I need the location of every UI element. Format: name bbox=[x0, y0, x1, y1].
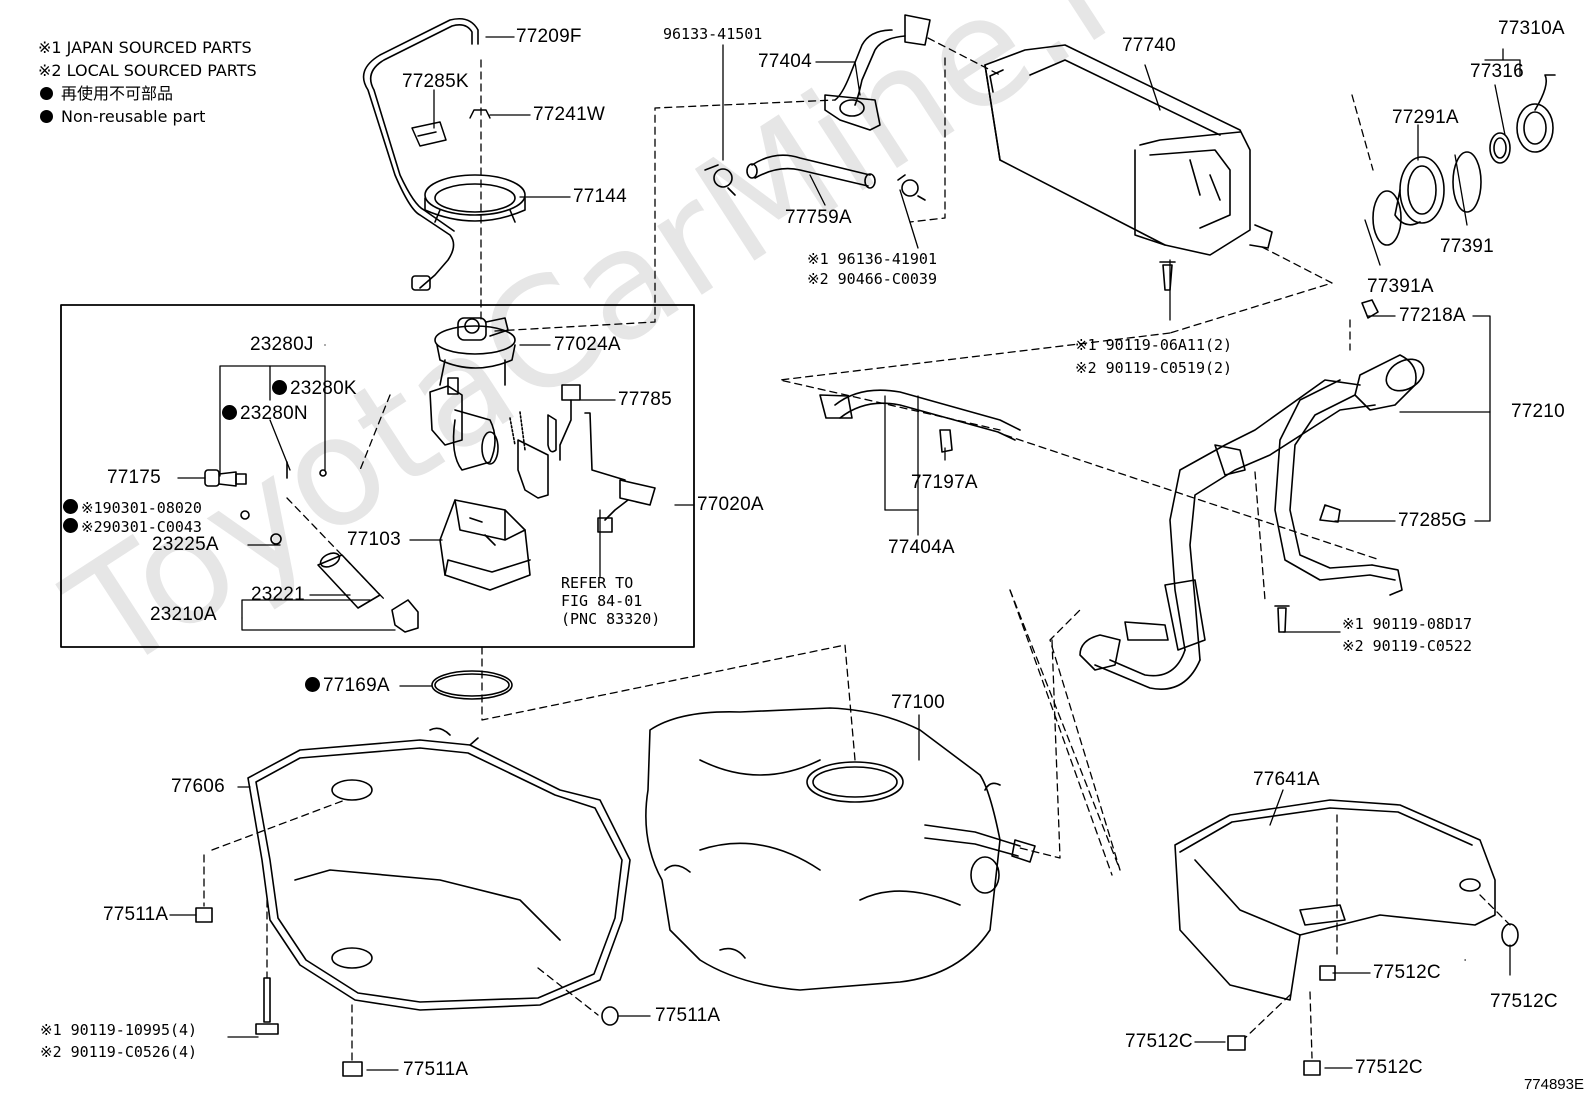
gasket-77169A bbox=[431, 670, 513, 700]
label-77241W: 77241W bbox=[533, 104, 605, 125]
figure-id: 774893E bbox=[1523, 1076, 1584, 1093]
label-90119-C0519: ※2 90119-C0519(2) bbox=[1075, 359, 1233, 377]
label-90119-C0522: ※2 90119-C0522 bbox=[1342, 637, 1472, 655]
label-77759A: 77759A bbox=[785, 207, 852, 228]
filler-pipe-77210 bbox=[1079, 354, 1425, 690]
label-77785: 77785 bbox=[618, 389, 672, 410]
label-77291A: 77291A bbox=[1392, 107, 1459, 128]
label-77511A-right: 77511A bbox=[655, 1005, 721, 1026]
legend-local: ※2 LOCAL SOURCED PARTS bbox=[38, 61, 257, 80]
label-77316: 77316 bbox=[1470, 61, 1524, 82]
label-77391: 77391 bbox=[1440, 236, 1494, 257]
non-reusable-bullet-icon bbox=[305, 677, 320, 692]
label-77740: 77740 bbox=[1122, 35, 1176, 56]
legend-nonreuse-en: Non-reusable part bbox=[38, 105, 257, 128]
label-77209F: 77209F bbox=[516, 26, 582, 47]
pump-bracket-23210A bbox=[391, 599, 419, 633]
sender-wire-77209F bbox=[362, 17, 479, 291]
label-77512C-3: 77512C bbox=[1125, 1031, 1193, 1052]
grommets bbox=[195, 907, 1519, 1077]
label-77020A: 77020A bbox=[697, 494, 764, 515]
label-77404: 77404 bbox=[758, 51, 812, 72]
pump-body-77020A bbox=[429, 377, 526, 471]
label-77512C-4: 77512C bbox=[1355, 1057, 1423, 1078]
label-77404A: 77404A bbox=[888, 537, 955, 558]
o-rings-77391 bbox=[1372, 151, 1482, 246]
bolts bbox=[255, 261, 1290, 1035]
filler-cap-77310A bbox=[1516, 74, 1556, 153]
label-77606: 77606 bbox=[171, 776, 225, 797]
fuel-tank-77100 bbox=[645, 707, 1036, 991]
hose-77404A bbox=[819, 389, 1021, 453]
label-90119-10995: ※1 90119-10995(4) bbox=[40, 1021, 198, 1039]
bullet-icon bbox=[40, 87, 53, 100]
legend-japan: ※1 JAPAN SOURCED PARTS bbox=[38, 38, 252, 57]
label-77285K: 77285K bbox=[402, 71, 469, 92]
label-77511A-left: 77511A bbox=[103, 904, 169, 925]
label-90119-C0526: ※2 90119-C0526(4) bbox=[40, 1043, 198, 1061]
label-23280K: 23280K bbox=[272, 378, 357, 400]
label-77210: 77210 bbox=[1511, 401, 1565, 422]
label-77511A-bottom: 77511A bbox=[403, 1059, 469, 1080]
retainer-ring-77144 bbox=[424, 174, 526, 223]
charcoal-canister-77740 bbox=[984, 44, 1273, 256]
cap-gasket-77316 bbox=[1489, 132, 1511, 164]
pump-flange-77024A bbox=[434, 317, 516, 386]
label-90119-08D17: ※1 90119-08D17 bbox=[1342, 615, 1472, 633]
pump-subassembly-frame bbox=[60, 304, 695, 648]
tank-protector-77641A bbox=[1174, 799, 1496, 1001]
vent-hose-77404 bbox=[824, 14, 931, 131]
non-reusable-bullet-icon bbox=[63, 499, 78, 514]
hose-77759A bbox=[746, 154, 876, 189]
label-77024A: 77024A bbox=[554, 334, 621, 355]
filter-case-77103 bbox=[439, 499, 531, 591]
clip-77241W bbox=[469, 109, 491, 119]
label-23280J: 23280J bbox=[250, 334, 314, 355]
label-77197A: 77197A bbox=[911, 472, 978, 493]
label-96136-41901: ※1 96136-41901 bbox=[807, 250, 937, 268]
label-77169A: 77169A bbox=[305, 675, 390, 697]
label-77285G: 77285G bbox=[1398, 510, 1467, 531]
label-23210A: 23210A bbox=[150, 604, 217, 625]
label-77641A: 77641A bbox=[1253, 769, 1320, 790]
label-77100: 77100 bbox=[891, 692, 945, 713]
bullet-icon bbox=[40, 110, 53, 123]
non-reusable-bullet-icon bbox=[63, 518, 78, 533]
label-23280N: 23280N bbox=[222, 403, 308, 425]
hose-clamps bbox=[704, 164, 926, 201]
label-77103: 77103 bbox=[347, 529, 401, 550]
tank-protector-77606 bbox=[247, 727, 631, 1011]
dashed-reference-lines bbox=[203, 37, 1511, 1061]
label-77144: 77144 bbox=[573, 186, 627, 207]
non-reusable-bullet-icon bbox=[272, 380, 287, 395]
seal-77291A bbox=[1394, 156, 1445, 226]
legend-nonreuse-jp: 再使用不可部品 bbox=[38, 82, 257, 105]
non-reusable-bullet-icon bbox=[222, 405, 237, 420]
label-96133-41501: 96133-41501 bbox=[663, 25, 763, 43]
label-77310A: 77310A bbox=[1498, 18, 1565, 39]
legend: ※1 JAPAN SOURCED PARTS ※2 LOCAL SOURCED … bbox=[38, 36, 257, 128]
leader-lines bbox=[169, 36, 1521, 1071]
clip-77218A bbox=[1361, 299, 1379, 319]
small-fittings bbox=[204, 461, 327, 545]
label-77512C-2: 77512C bbox=[1490, 991, 1558, 1012]
label-90466-C0039: ※2 90466-C0039 bbox=[807, 270, 937, 288]
clip-77285K bbox=[411, 121, 447, 147]
label-23221: 23221 bbox=[251, 584, 305, 605]
label-90301-08020: ※190301-08020 bbox=[63, 499, 202, 517]
label-90119-06A11: ※1 90119-06A11(2) bbox=[1075, 336, 1233, 354]
label-77218A: 77218A bbox=[1399, 305, 1466, 326]
label-23225A: 23225A bbox=[152, 534, 219, 555]
sender-gauge-bracket bbox=[517, 384, 656, 533]
label-77512C-1: 77512C bbox=[1373, 962, 1441, 983]
label-90301-C0043: ※290301-C0043 bbox=[63, 518, 202, 536]
label-77175: 77175 bbox=[107, 467, 161, 488]
label-77391A: 77391A bbox=[1367, 276, 1434, 297]
fuel-pump-23221 bbox=[317, 552, 381, 609]
refer-note: REFER TO FIG 84-01 (PNC 83320) bbox=[561, 574, 661, 628]
